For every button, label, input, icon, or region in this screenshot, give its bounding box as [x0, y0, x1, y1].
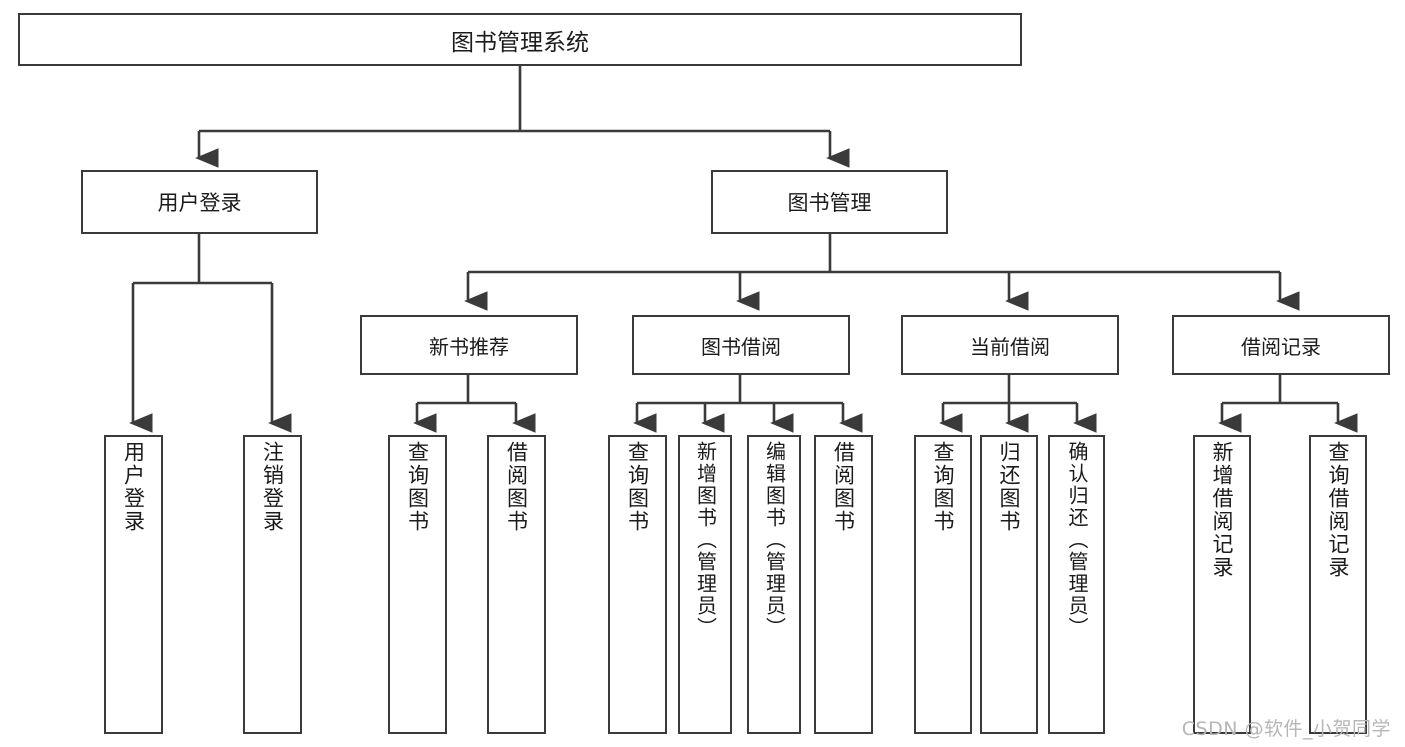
node-current-borrow[interactable]: 当前借阅 — [901, 315, 1119, 375]
leaf-borrow-record-query[interactable]: 查询借阅记录 — [1309, 435, 1367, 734]
node-book-management[interactable]: 图书管理 — [711, 170, 948, 234]
leaf-user-login-logout[interactable]: 注销登录 — [243, 435, 302, 734]
node-book-borrow[interactable]: 图书借阅 — [632, 315, 850, 375]
node-label: 用户登录 — [157, 191, 242, 215]
leaf-new-book-borrow[interactable]: 借阅图书 — [487, 435, 546, 734]
node-user-login[interactable]: 用户登录 — [81, 170, 318, 234]
leaf-label: 注销登录 — [260, 441, 285, 533]
leaf-label: 查询图书 — [405, 441, 430, 533]
leaf-label: 查询图书 — [931, 441, 956, 533]
leaf-label: 借阅图书 — [504, 441, 529, 533]
leaf-book-borrow-query[interactable]: 查询图书 — [608, 435, 667, 734]
leaf-label: 借阅图书 — [831, 441, 856, 533]
node-label: 借阅记录 — [1241, 334, 1321, 359]
node-label: 新书推荐 — [429, 334, 509, 359]
node-new-book-recommend[interactable]: 新书推荐 — [360, 315, 578, 375]
node-label: 图书管理系统 — [451, 29, 589, 56]
node-book-management-system[interactable]: 图书管理系统 — [18, 13, 1022, 66]
leaf-book-borrow-add[interactable]: 新增图书（管理员） — [678, 435, 732, 734]
leaf-label: 编辑图书（管理员） — [762, 441, 787, 639]
leaf-new-book-query[interactable]: 查询图书 — [388, 435, 447, 734]
node-label: 图书借阅 — [701, 334, 781, 359]
leaf-label: 查询借阅记录 — [1326, 441, 1351, 579]
leaf-label: 新增图书（管理员） — [693, 441, 718, 639]
leaf-current-borrow-confirm[interactable]: 确认归还（管理员） — [1048, 435, 1105, 734]
leaf-current-borrow-return[interactable]: 归还图书 — [980, 435, 1038, 734]
leaf-book-borrow-borrow[interactable]: 借阅图书 — [814, 435, 873, 734]
leaf-book-borrow-edit[interactable]: 编辑图书（管理员） — [747, 435, 801, 734]
leaf-borrow-record-add[interactable]: 新增借阅记录 — [1193, 435, 1251, 734]
leaf-current-borrow-query[interactable]: 查询图书 — [914, 435, 972, 734]
leaf-label: 用户登录 — [121, 441, 146, 533]
leaf-user-login-login[interactable]: 用户登录 — [104, 435, 163, 734]
node-borrow-record[interactable]: 借阅记录 — [1172, 315, 1390, 375]
leaf-label: 新增借阅记录 — [1210, 441, 1235, 579]
node-label: 图书管理 — [787, 191, 872, 215]
leaf-label: 查询图书 — [625, 441, 650, 533]
node-label: 当前借阅 — [970, 334, 1050, 359]
leaf-label: 归还图书 — [997, 441, 1022, 533]
leaf-label: 确认归还（管理员） — [1065, 441, 1089, 639]
